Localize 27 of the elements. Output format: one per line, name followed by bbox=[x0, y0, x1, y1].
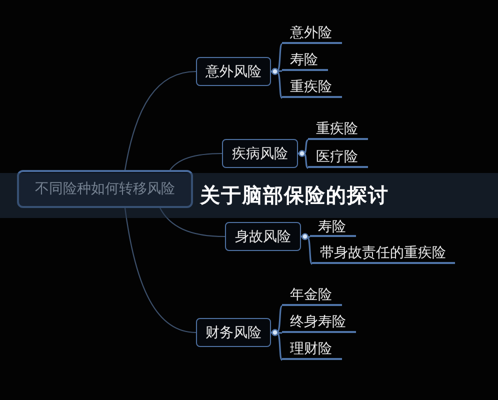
topic-box: 身故风险 bbox=[225, 222, 301, 251]
connector-line bbox=[124, 70, 196, 170]
connector-line bbox=[271, 329, 283, 360]
subtopic-label: 带身故责任的重疾险 bbox=[312, 245, 455, 264]
subtopic-label: 理财险 bbox=[282, 341, 342, 360]
title: 关于脑部保险的探讨 bbox=[200, 182, 389, 208]
topic-box: 意外风险 bbox=[196, 57, 271, 86]
connector-line bbox=[298, 150, 309, 169]
subtopic-label: 寿险 bbox=[310, 219, 356, 237]
subtopic-label: 寿险 bbox=[282, 52, 328, 71]
connector-line bbox=[170, 152, 222, 170]
subtopic-label: 重疾险 bbox=[308, 121, 368, 140]
connector-line bbox=[124, 208, 196, 334]
connector-line bbox=[270, 329, 282, 336]
connector-line bbox=[271, 68, 283, 98]
subtopic-label: 意外险 bbox=[282, 25, 342, 44]
subtopic-label: 终身寿险 bbox=[282, 314, 356, 333]
central-topic-box: 不同险种如何转移风险 bbox=[17, 170, 193, 208]
connector-line bbox=[270, 68, 282, 75]
connector-line bbox=[160, 208, 226, 238]
connector-line bbox=[300, 233, 310, 240]
topic-box: 疾病风险 bbox=[222, 139, 298, 168]
subtopic-label: 医疗险 bbox=[308, 149, 368, 168]
topic-box: 财务风险 bbox=[196, 318, 271, 347]
connector-line bbox=[301, 233, 313, 264]
subtopic-label: 年金险 bbox=[282, 287, 342, 306]
subtopic-label: 重疾险 bbox=[282, 79, 342, 98]
